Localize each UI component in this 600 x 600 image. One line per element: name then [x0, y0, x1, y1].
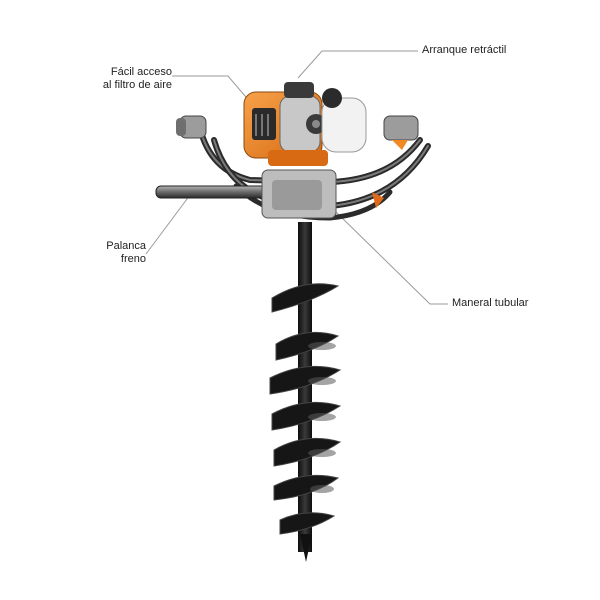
left-grip — [176, 115, 207, 139]
leader-line-recoil-start — [297, 50, 418, 79]
label-recoil-start-text: Arranque retráctil — [422, 44, 507, 56]
brake-lever — [155, 185, 269, 199]
label-air-filter-line2: al filtro de aire — [102, 79, 172, 91]
leader-line-brake-lever — [145, 194, 191, 255]
auger-screw — [269, 222, 342, 562]
label-tubular-handle-text: Maneral tubular — [452, 297, 529, 309]
gearbox — [261, 169, 384, 219]
label-brake-lever-line1: Palanca — [106, 240, 146, 252]
engine — [243, 82, 367, 166]
leader-line-tubular-handle — [335, 211, 448, 305]
label-tubular-handle: Maneral tubular — [452, 297, 528, 310]
label-air-filter-line1: Fácil acceso — [110, 66, 172, 78]
right-grip — [383, 115, 419, 150]
label-recoil-start: Arranque retráctil — [422, 44, 506, 57]
label-brake-lever: Palanca freno — [70, 240, 146, 266]
label-brake-lever-line2: freno — [120, 253, 146, 265]
label-air-filter: Fácil acceso al filtro de aire — [80, 66, 172, 92]
